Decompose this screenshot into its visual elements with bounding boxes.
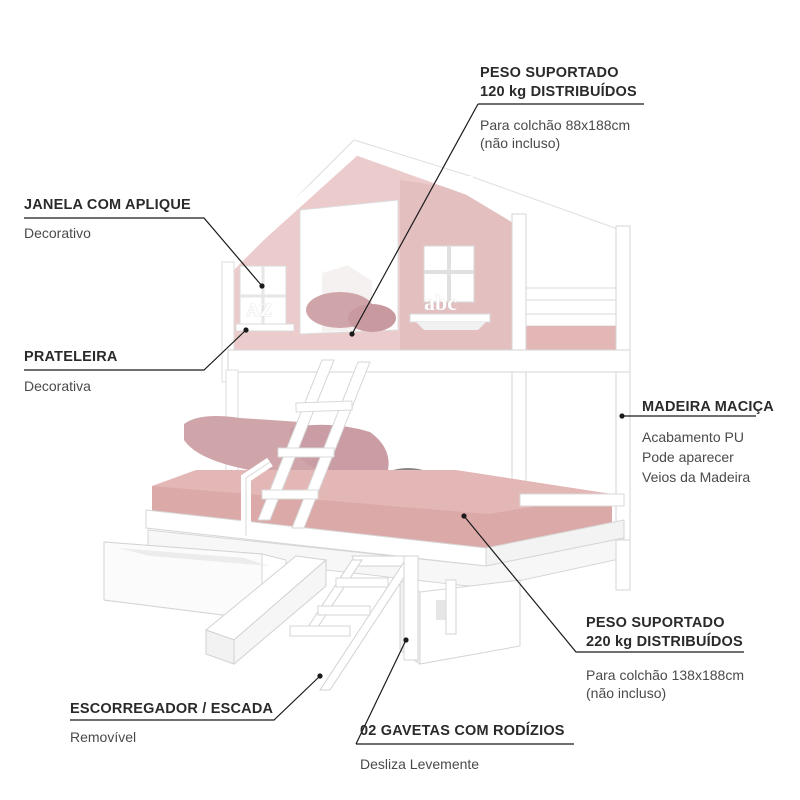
left-shelf bbox=[235, 323, 295, 332]
lower-pillow-front bbox=[290, 424, 389, 474]
lower-weight-sub-2: (não incluso) bbox=[586, 685, 667, 701]
wood-title: MADEIRA MACIÇA bbox=[642, 399, 774, 415]
decor-letters-left: AZ bbox=[246, 300, 273, 321]
upper-weight-title-2: 120 kg DISTRIBUÍDOS bbox=[480, 84, 637, 100]
wood-sub-1: Acabamento PU bbox=[642, 429, 744, 445]
lower-weight-sub-1: Para colchão 138x188cm bbox=[586, 667, 744, 683]
lower-weight-title-2: 220 kg DISTRIBUÍDOS bbox=[586, 634, 743, 650]
window-sub: Decorativo bbox=[24, 225, 91, 241]
upper-ladder bbox=[241, 359, 371, 536]
upper-weight-sub-2: (não incluso) bbox=[480, 135, 561, 151]
lower-ladder bbox=[289, 555, 419, 691]
leader-dots bbox=[243, 283, 625, 679]
slide-title: ESCORREGADOR / ESCADA bbox=[70, 701, 274, 717]
wood-sub-2: Pode aparecer bbox=[642, 449, 734, 465]
upper-rail-top bbox=[519, 287, 625, 301]
slide bbox=[205, 555, 328, 666]
leader-lines bbox=[24, 103, 756, 745]
lower-weight-title-1: PESO SUPORTADO bbox=[586, 615, 725, 631]
upper-mattress bbox=[520, 326, 620, 350]
shelf-title: PRATELEIRA bbox=[24, 349, 118, 365]
drawers-title: 02 GAVETAS COM RODÍZIOS bbox=[360, 723, 565, 739]
decor-letters-right: abc bbox=[424, 290, 457, 315]
upper-weight-sub-1: Para colchão 88x188cm bbox=[480, 117, 631, 133]
window-title: JANELA COM APLIQUE bbox=[24, 197, 191, 213]
wood-sub-3: Veios da Madeira bbox=[642, 469, 751, 485]
left-drawer bbox=[103, 541, 287, 621]
shelf-sub: Decorativa bbox=[24, 378, 91, 394]
upper-base bbox=[227, 349, 631, 373]
drawers-sub: Desliza Levemente bbox=[360, 756, 480, 772]
upper-weight-title-1: PESO SUPORTADO bbox=[480, 65, 619, 81]
slide-sub: Removível bbox=[70, 729, 137, 745]
